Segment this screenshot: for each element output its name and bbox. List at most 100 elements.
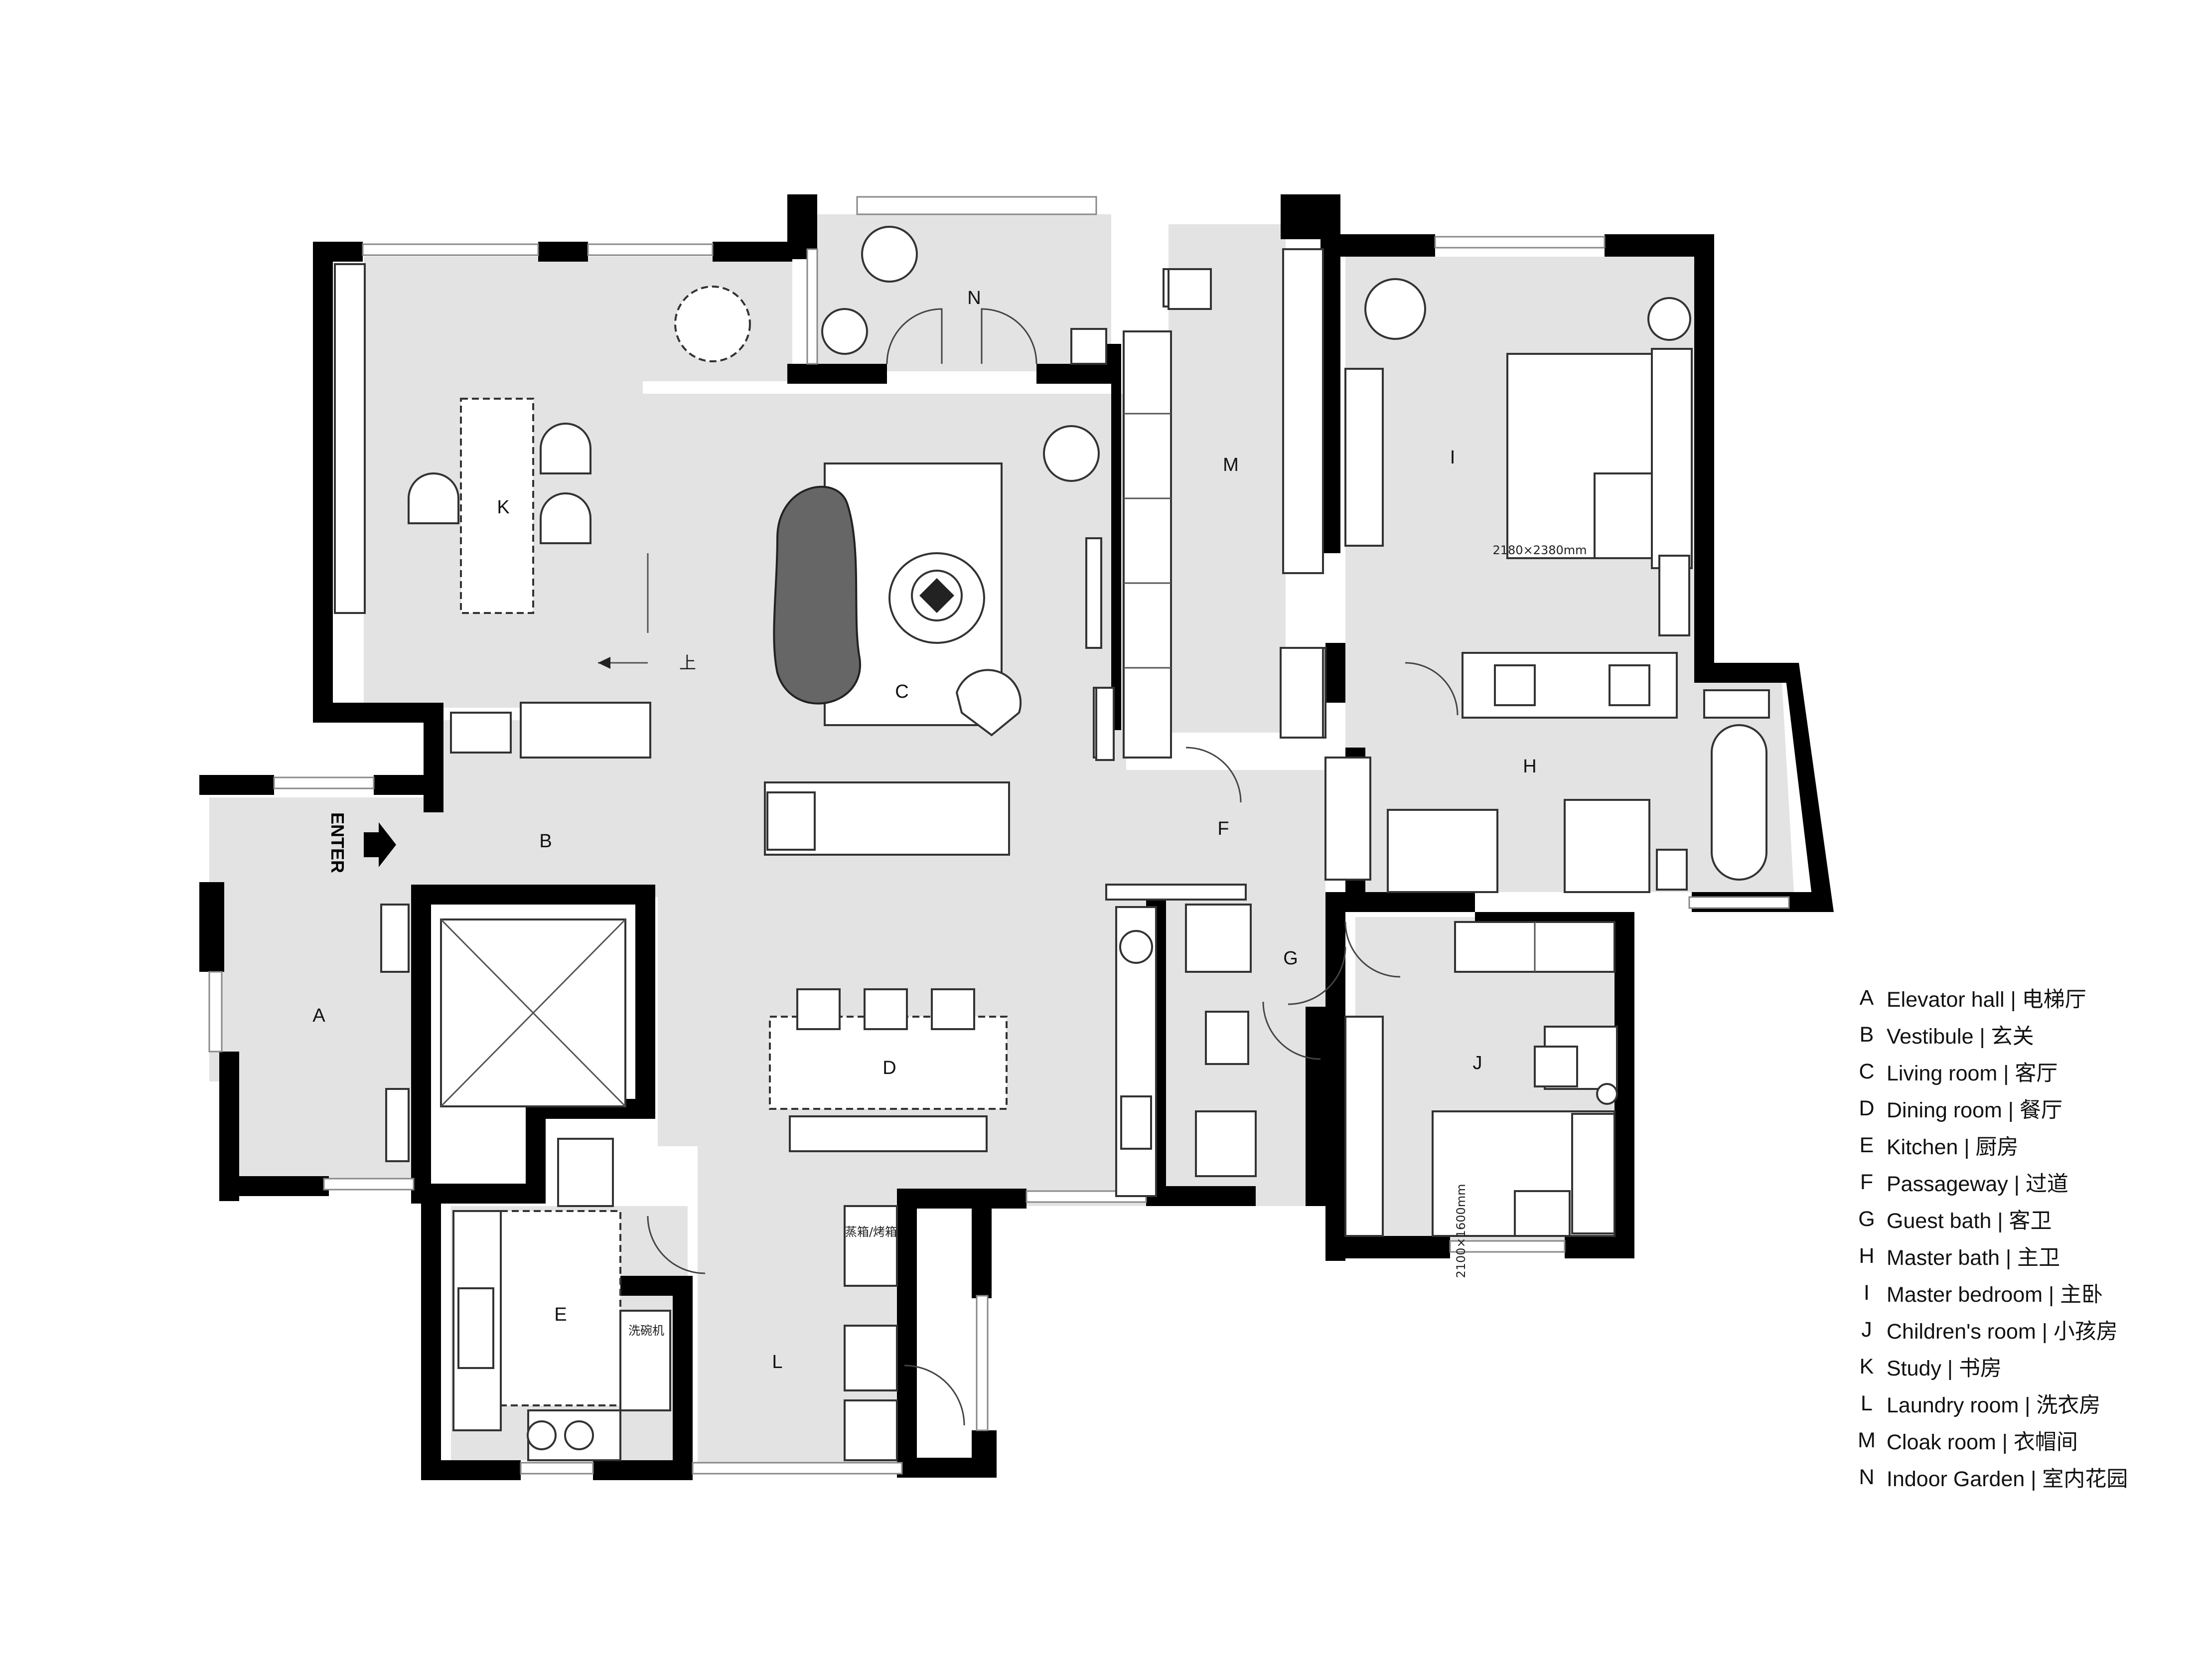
legend-room-name: Children's room | 小孩房 bbox=[1885, 1314, 2118, 1345]
dining-chair-1 bbox=[796, 988, 841, 1030]
legend-key: D bbox=[1859, 1096, 1875, 1120]
dining-chair-3 bbox=[931, 988, 975, 1030]
legend-room-name: Passageway | 过道 bbox=[1885, 1167, 2068, 1198]
room-label-c: C bbox=[895, 681, 908, 702]
garden-plant-2 bbox=[821, 308, 868, 355]
dining-table bbox=[769, 1016, 1008, 1110]
master-bed-size: 2180×2380mm bbox=[1492, 543, 1587, 557]
room-label-d: D bbox=[882, 1058, 896, 1078]
legend-name-cn: 玄关 bbox=[1991, 1025, 2034, 1049]
legend-name-en: Cloak room bbox=[1887, 1430, 1996, 1454]
legend-item-l: L Laundry room | 洗衣房 bbox=[1849, 1385, 2178, 1422]
room-label-n: N bbox=[967, 288, 981, 308]
study-chair-1 bbox=[540, 423, 591, 474]
legend-name-en: Elevator hall bbox=[1887, 988, 2005, 1012]
legend-name-cn: 厨房 bbox=[1975, 1135, 2019, 1159]
study-bookshelf bbox=[334, 263, 366, 614]
legend-name-cn: 室内花园 bbox=[2042, 1467, 2128, 1491]
room-label-g: G bbox=[1283, 948, 1298, 969]
legend-name-en: Master bath bbox=[1887, 1246, 2000, 1270]
room-label-l: L bbox=[772, 1352, 782, 1373]
legend-name-en: Passageway bbox=[1887, 1172, 2008, 1196]
bathtub bbox=[1711, 724, 1767, 881]
legend-room-name: Elevator hall | 电梯厅 bbox=[1885, 982, 2086, 1013]
legend-name-en: Living room bbox=[1887, 1062, 1998, 1085]
legend-key: E bbox=[1859, 1133, 1874, 1157]
legend-item-d: D Dining room | 餐厅 bbox=[1849, 1090, 2178, 1127]
room-label-i: I bbox=[1450, 447, 1456, 468]
legend-name-cn: 过道 bbox=[2025, 1172, 2068, 1196]
floor-cloak bbox=[1169, 224, 1286, 733]
cloak-wardrobe-left bbox=[1123, 330, 1172, 759]
child-bed-size: 2100×1600mm bbox=[1454, 1184, 1468, 1278]
dishwasher-label: 洗碗机 bbox=[628, 1324, 664, 1338]
room-label-e: E bbox=[554, 1304, 567, 1325]
legend-key: F bbox=[1860, 1170, 1874, 1194]
legend-separator: | bbox=[1973, 1025, 1991, 1049]
cloak-wardrobe-right bbox=[1282, 248, 1324, 574]
garden-plant-1 bbox=[861, 226, 918, 283]
legend-name-cn: 洗衣房 bbox=[2036, 1393, 2101, 1417]
stairs-up-label: 上 bbox=[679, 653, 696, 673]
legend-item-c: C Living room | 客厅 bbox=[1849, 1053, 2178, 1090]
legend-item-n: N Indoor Garden | 室内花园 bbox=[1849, 1459, 2178, 1496]
legend-key: A bbox=[1859, 985, 1874, 1010]
legend-key: L bbox=[1861, 1391, 1873, 1415]
room-label-j: J bbox=[1473, 1053, 1482, 1073]
legend-room-name: Cloak room | 衣帽间 bbox=[1885, 1425, 2078, 1456]
kitchen-island bbox=[500, 1210, 621, 1406]
guest-sink bbox=[1185, 904, 1252, 973]
legend-separator: | bbox=[2008, 1172, 2026, 1196]
legend-room-name: Master bedroom | 主卧 bbox=[1885, 1277, 2103, 1308]
room-labels: A B C D E F G H I J K L M N bbox=[312, 288, 1536, 1373]
floor-study bbox=[339, 257, 792, 708]
walls bbox=[199, 194, 1834, 1480]
legend-name-en: Laundry room bbox=[1887, 1393, 2019, 1417]
legend-name-en: Children's room bbox=[1887, 1320, 2036, 1344]
stairs-up-arrow-icon bbox=[598, 657, 610, 669]
legend-separator: | bbox=[2019, 1393, 2037, 1417]
legend-key: I bbox=[1864, 1280, 1870, 1305]
furniture: 2180×2380mm bbox=[327, 226, 1770, 1461]
legend-name-en: Indoor Garden bbox=[1887, 1467, 2025, 1491]
legend-name-cn: 书房 bbox=[1959, 1357, 2002, 1380]
legend-name-cn: 小孩房 bbox=[2053, 1320, 2118, 1344]
legend-name-en: Kitchen bbox=[1887, 1135, 1958, 1159]
legend-separator: | bbox=[1991, 1209, 2009, 1233]
legend-item-a: A Elevator hall | 电梯厅 bbox=[1849, 979, 2178, 1016]
legend-item-i: I Master bedroom | 主卧 bbox=[1849, 1274, 2178, 1311]
legend-room-name: Living room | 客厅 bbox=[1885, 1056, 2057, 1087]
legend-room-name: Laundry room | 洗衣房 bbox=[1885, 1388, 2100, 1419]
legend-name-cn: 客卫 bbox=[2009, 1209, 2052, 1233]
study-desk bbox=[460, 398, 534, 614]
legend-room-name: Indoor Garden | 室内花园 bbox=[1885, 1462, 2128, 1493]
dining-chair-2 bbox=[864, 988, 908, 1030]
living-sofa bbox=[773, 485, 862, 705]
legend-room-name: Vestibule | 玄关 bbox=[1885, 1019, 2034, 1050]
legend-key: N bbox=[1859, 1465, 1875, 1489]
legend-key: G bbox=[1858, 1207, 1875, 1231]
legend-name-cn: 衣帽间 bbox=[2013, 1430, 2078, 1454]
legend-name-en: Master bedroom bbox=[1887, 1283, 2043, 1307]
room-label-m: M bbox=[1223, 455, 1239, 475]
legend-separator: | bbox=[1941, 1357, 1959, 1380]
legend-separator: | bbox=[2025, 1467, 2043, 1491]
legend-name-cn: 餐厅 bbox=[2019, 1098, 2062, 1122]
legend-name-en: Dining room bbox=[1887, 1098, 2002, 1122]
legend-key: C bbox=[1859, 1059, 1875, 1083]
legend-item-f: F Passageway | 过道 bbox=[1849, 1164, 2178, 1201]
study-chair-2 bbox=[540, 492, 591, 544]
legend-key: K bbox=[1859, 1354, 1874, 1378]
legend-name-en: Vestibule bbox=[1887, 1025, 1974, 1049]
legend-room-name: Guest bath | 客卫 bbox=[1885, 1204, 2052, 1234]
legend-room-name: Dining room | 餐厅 bbox=[1885, 1093, 2062, 1124]
study-chair-3 bbox=[408, 472, 459, 524]
oven-label: 蒸箱/烤箱 bbox=[845, 1225, 897, 1239]
enter-label: ENTER bbox=[327, 812, 348, 873]
